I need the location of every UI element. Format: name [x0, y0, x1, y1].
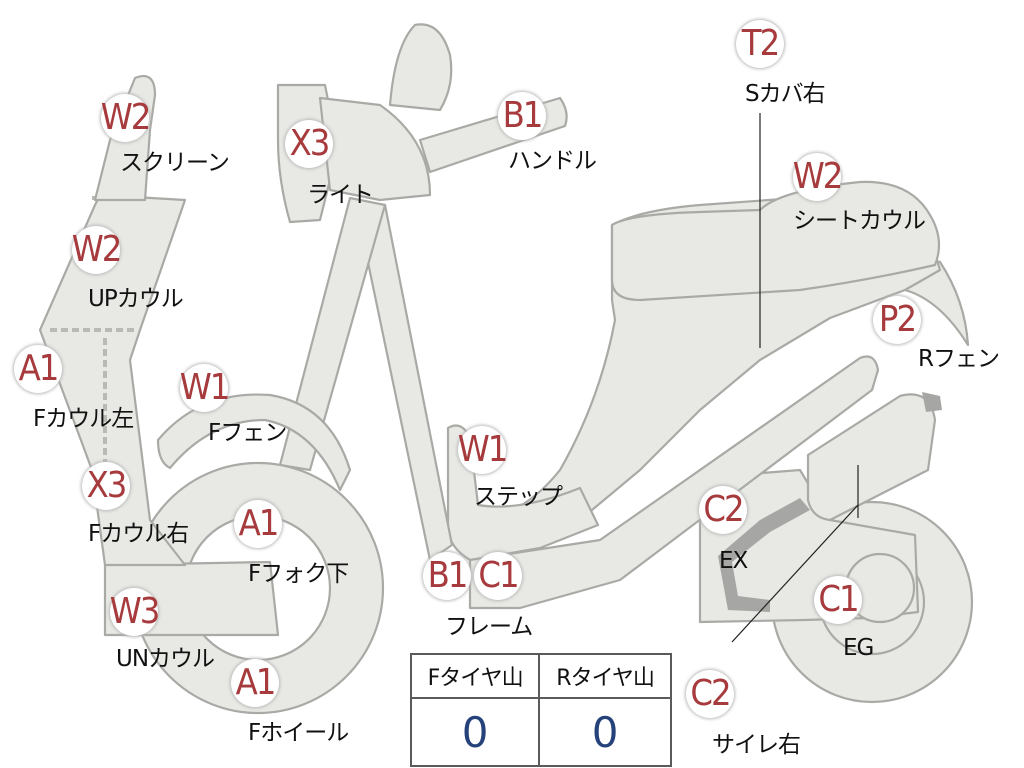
code-badge-r-fender: P2: [873, 296, 921, 344]
seat-shape: [610, 180, 941, 302]
part-label-handle: ハンドル: [508, 148, 597, 174]
code-badge-un-cowl: W3: [110, 588, 160, 636]
mirror-shape: [388, 23, 453, 112]
frame-lower-shape: [468, 355, 880, 610]
value-front-tire-tread: 0: [409, 697, 541, 767]
code-badge-frame-b: B1: [423, 552, 471, 600]
part-label-un-cowl: UNカウル: [116, 646, 215, 672]
part-label-seat-cowl: シートカウル: [793, 208, 926, 234]
code-badge-frame: C1: [474, 552, 522, 600]
part-label-step: ステップ: [474, 484, 563, 510]
part-label-f-cowl-r: Fカウル右: [88, 521, 189, 547]
part-label-frame: フレーム: [445, 614, 533, 640]
code-badge-step: W1: [458, 426, 508, 474]
code-badge-f-fork: A1: [234, 500, 282, 548]
code-badge-screen: W2: [101, 94, 151, 142]
steering-column: [278, 196, 387, 472]
part-label-up-cowl: UPカウル: [88, 286, 184, 312]
part-label-eg: EG: [843, 635, 874, 661]
code-badge-s-cover-r: T2: [736, 20, 784, 68]
code-badge-f-cowl-l: A1: [14, 345, 62, 393]
tire-tread-table: Fタイヤ山 Rタイヤ山 0 0: [409, 653, 672, 767]
front-cowl-shape: [38, 193, 187, 567]
muffler-tip: [922, 392, 942, 412]
header-rear-tire-tread: Rタイヤ山: [538, 653, 672, 699]
code-badge-up-cowl: W2: [72, 226, 122, 274]
code-badge-f-wheel: A1: [231, 659, 279, 707]
handlebar-cover: [318, 96, 432, 202]
code-badge-seat-cowl: W2: [793, 153, 843, 201]
leader-muffler: [731, 504, 859, 643]
code-badge-handle: B1: [498, 92, 546, 140]
code-badge-ex: C2: [699, 486, 747, 534]
code-badge-f-fender: W1: [180, 364, 230, 412]
value-rear-tire-tread: 0: [538, 697, 672, 767]
header-front-tire-tread: Fタイヤ山: [409, 653, 541, 699]
part-label-f-cowl-l: Fカウル左: [33, 406, 134, 432]
muffler-shape: [806, 393, 937, 522]
part-label-screen: スクリーン: [120, 150, 230, 176]
code-badge-f-cowl-r: X3: [82, 462, 130, 510]
part-label-muffler-r: サイレ右: [712, 732, 801, 758]
code-badge-eg: C1: [814, 576, 862, 624]
code-badge-light: X3: [285, 120, 333, 168]
part-label-r-fender: Rフェン: [918, 346, 1000, 372]
part-label-light: ライト: [307, 182, 374, 208]
part-label-ex: EX: [719, 548, 748, 574]
part-label-f-wheel: Fホイール: [248, 720, 349, 746]
part-label-f-fork: Fフォク下: [248, 561, 349, 587]
part-label-f-fender: Fフェン: [208, 420, 287, 446]
front-fender-shape: [156, 393, 352, 492]
exhaust-pipe-shape: [718, 498, 810, 612]
part-label-s-cover-r: Sカバ右: [745, 81, 826, 107]
code-badge-muffler-r: C2: [686, 670, 734, 718]
